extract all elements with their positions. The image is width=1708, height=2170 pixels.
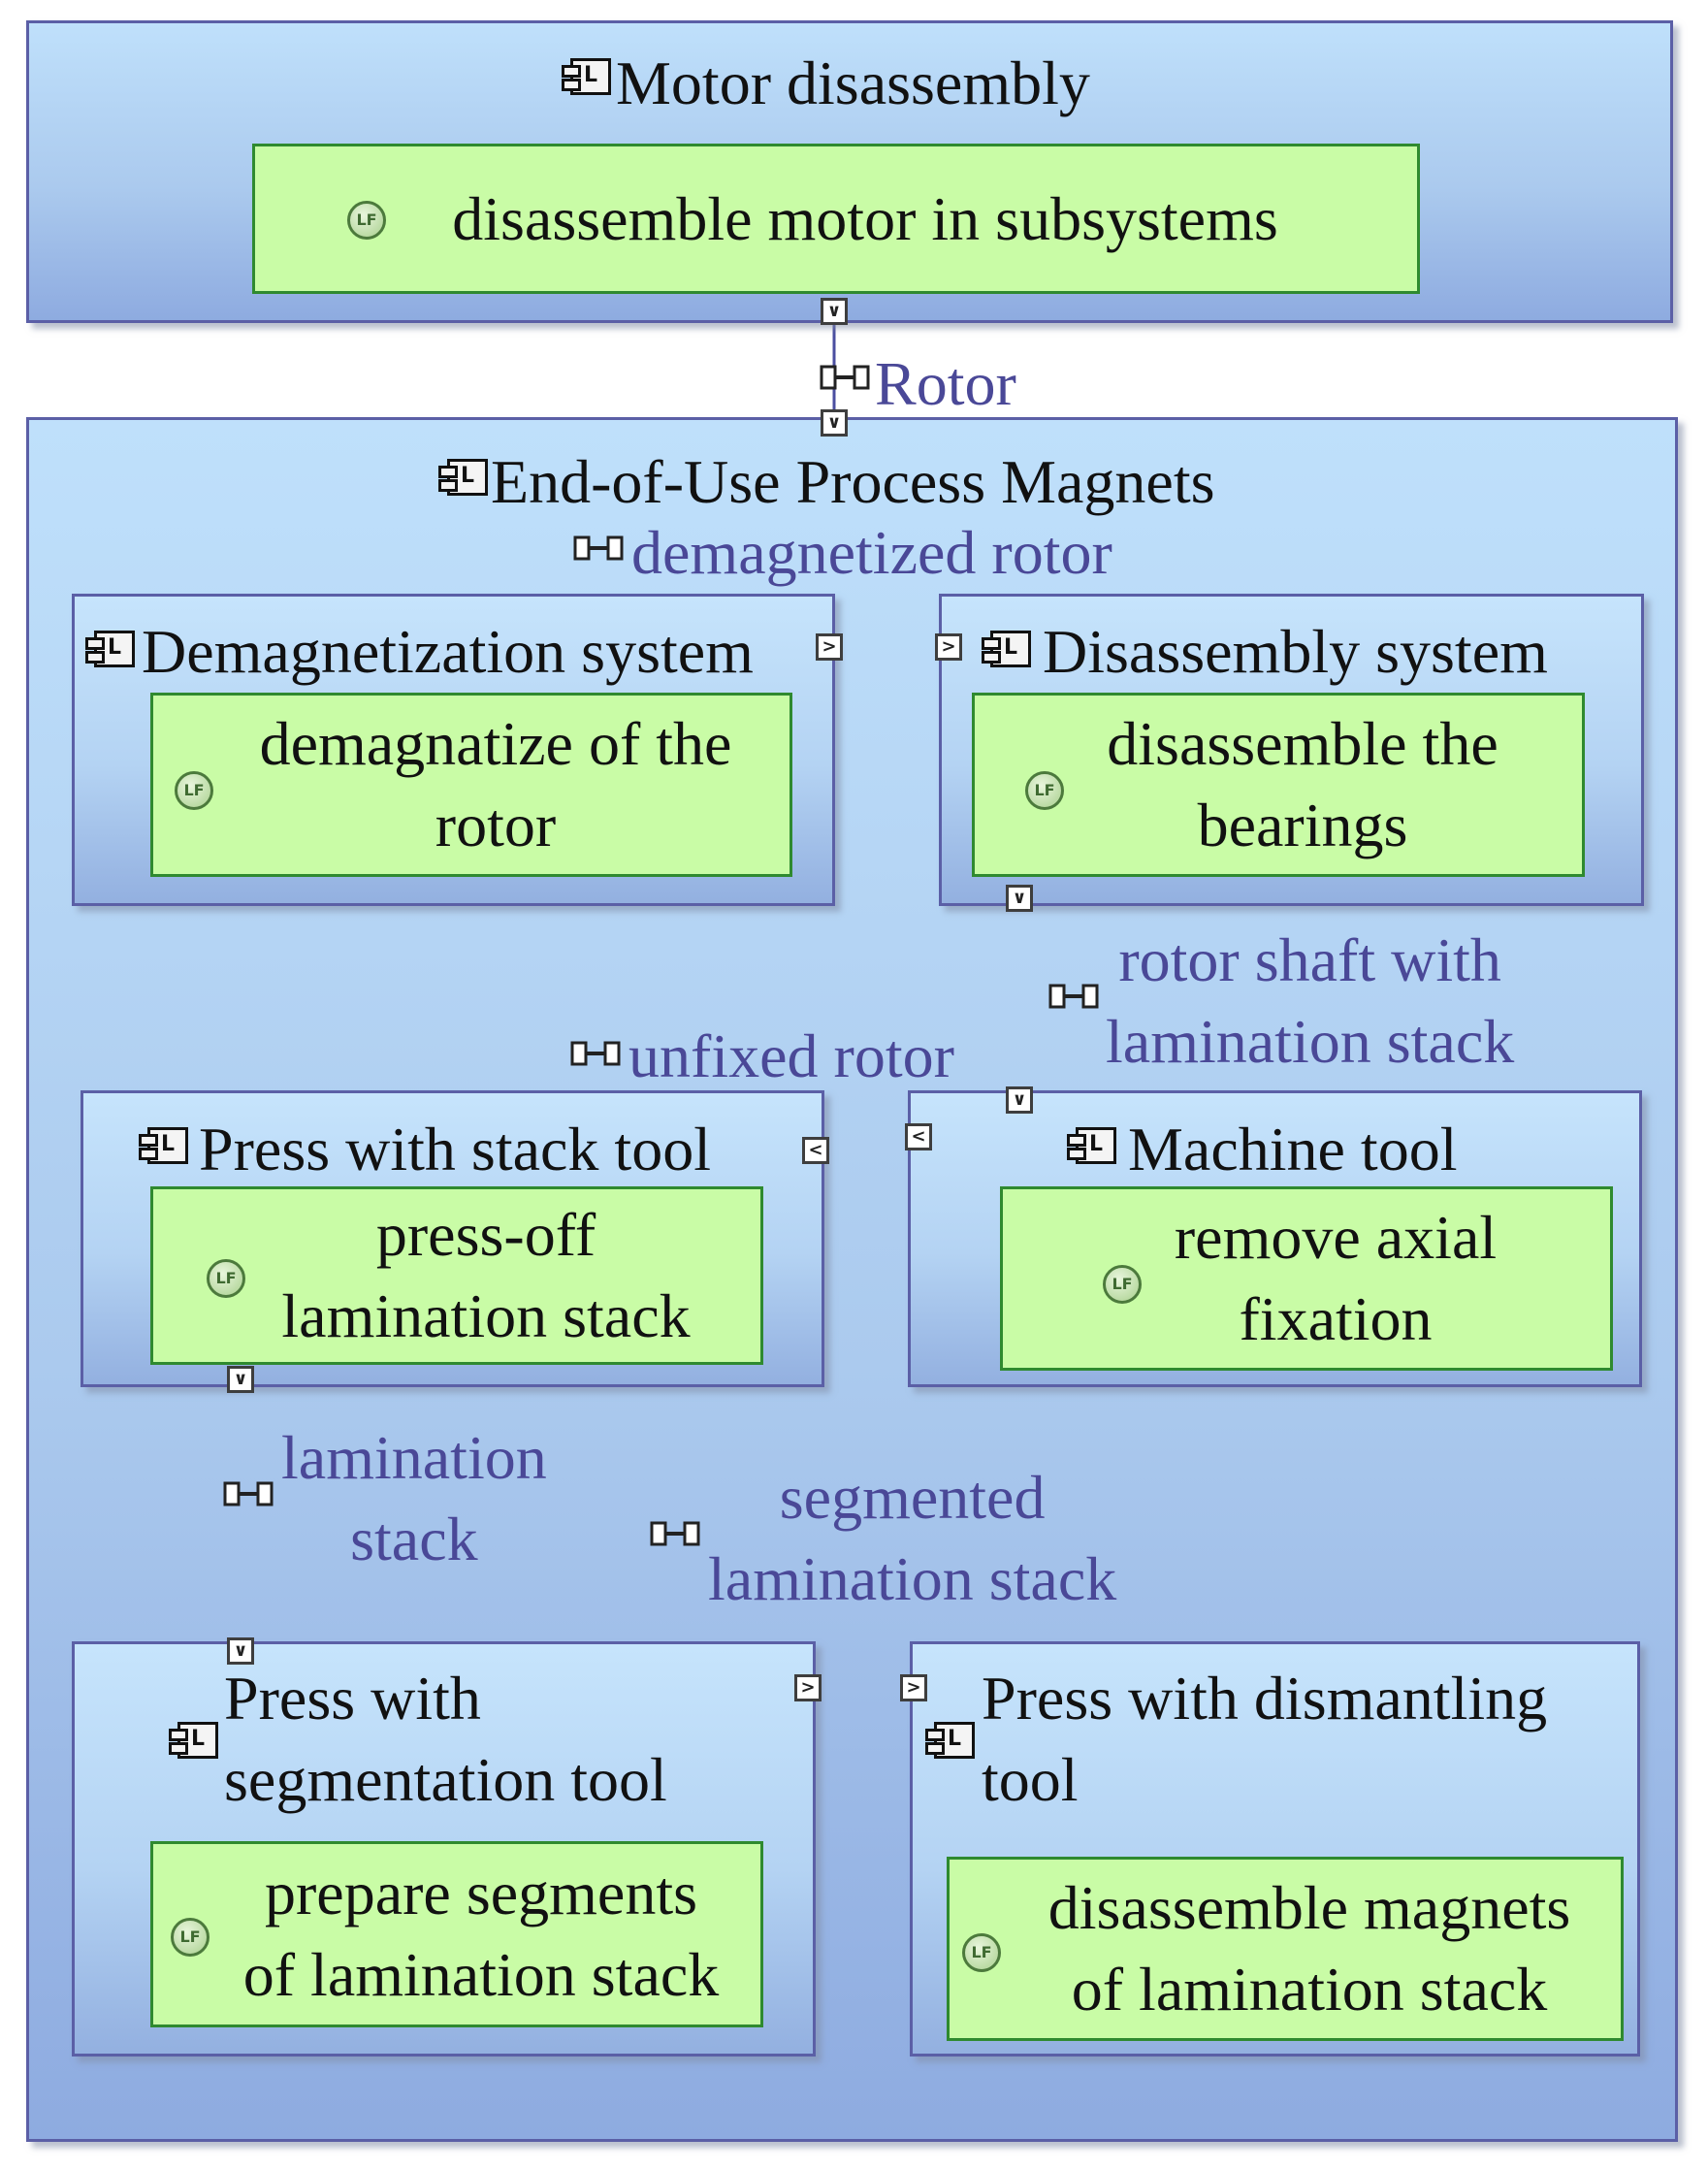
port-out-icon[interactable]: < [905, 1123, 932, 1150]
component-icon: L [925, 1722, 975, 1759]
press-segmentation-tool-block[interactable]: L Press with segmentation tool LF prepar… [72, 1641, 816, 2057]
functional-exchange-icon [650, 1521, 700, 1546]
logical-function-icon: LF [1103, 1265, 1142, 1304]
port-out-icon[interactable]: > [816, 633, 843, 661]
function-label: demagnatize of the rotor [259, 709, 732, 859]
component-icon: L [139, 1127, 188, 1164]
function-label: disassemble motor in subsystems [452, 183, 1278, 253]
functional-exchange-icon [573, 535, 624, 561]
logical-function-icon: LF [171, 1918, 209, 1957]
function-prepare-segments[interactable]: LF prepare segments of lamination stack [150, 1841, 763, 2027]
function-label: disassemble magnets of lamination stack [1047, 1873, 1571, 2024]
component-icon: L [85, 631, 135, 667]
machine-tool-block[interactable]: L Machine tool LF remove axial fixation [908, 1090, 1642, 1387]
function-remove-axial-fixation[interactable]: LF remove axial fixation [1000, 1186, 1613, 1371]
motor-disassembly-title: Motor disassembly [616, 49, 1090, 117]
function-press-off-stack[interactable]: LF press-off lamination stack [150, 1186, 763, 1365]
port-in-icon[interactable]: > [935, 633, 962, 661]
machine-tool-title: Machine tool [1128, 1115, 1458, 1183]
press-segmentation-tool-title: Press with segmentation tool [224, 1664, 667, 1814]
disassembly-system-block[interactable]: L Disassembly system LF disassemble the … [939, 594, 1644, 906]
exchange-unfixed-rotor-label: unfixed rotor [628, 1021, 954, 1090]
exchange-segmented-stack-label: segmented lamination stack [708, 1463, 1117, 1613]
function-disassemble-magnets[interactable]: LF disassemble magnets of lamination sta… [947, 1857, 1624, 2041]
function-label: prepare segments of lamination stack [242, 1859, 720, 2009]
logical-function-icon: LF [207, 1259, 245, 1298]
port-in-icon[interactable]: ∨ [821, 409, 848, 437]
component-icon: L [438, 459, 488, 496]
exchange-lamination-stack-label: lamination stack [281, 1423, 547, 1573]
end-of-use-title: End-of-Use Process Magnets [491, 447, 1215, 516]
functional-exchange-icon [223, 1481, 274, 1506]
exchange-demagnetized-rotor-label: demagnetized rotor [631, 518, 1112, 587]
logical-function-icon: LF [962, 1933, 1001, 1972]
function-label: remove axial fixation [1174, 1203, 1498, 1353]
functional-exchange-icon [1048, 984, 1099, 1009]
press-stack-tool-title: Press with stack tool [199, 1115, 711, 1183]
port-out-icon[interactable]: > [794, 1674, 822, 1701]
port-in-icon[interactable]: < [802, 1137, 829, 1164]
component-icon: L [562, 58, 611, 95]
function-label: press-off lamination stack [281, 1200, 691, 1350]
logical-function-icon: LF [1025, 771, 1064, 810]
demagnetization-system-title: Demagnetization system [142, 617, 754, 686]
logical-function-icon: LF [347, 201, 386, 240]
function-label: disassemble the bearings [1107, 709, 1499, 859]
function-disassemble-bearings[interactable]: LF disassemble the bearings [972, 693, 1585, 877]
port-in-icon[interactable]: > [900, 1674, 927, 1701]
functional-exchange-icon [570, 1041, 621, 1066]
functional-exchange-icon [820, 365, 870, 390]
disassembly-system-title: Disassembly system [1043, 617, 1548, 686]
press-stack-tool-block[interactable]: L Press with stack tool LF press-off lam… [81, 1090, 824, 1387]
function-disassemble-motor[interactable]: LF disassemble motor in subsystems [252, 144, 1420, 294]
exchange-rotor-label: Rotor [875, 349, 1016, 418]
port-in-icon[interactable]: ∨ [1006, 1086, 1033, 1114]
function-demagnetize-rotor[interactable]: LF demagnatize of the rotor [150, 693, 792, 877]
logical-function-icon: LF [175, 771, 213, 810]
press-dismantling-tool-block[interactable]: L Press with dismantling tool LF disasse… [910, 1641, 1640, 2057]
component-icon: L [982, 631, 1031, 667]
press-dismantling-tool-title: Press with dismantling tool [982, 1664, 1548, 1814]
port-in-icon[interactable]: ∨ [227, 1637, 254, 1665]
port-out-icon[interactable]: ∨ [821, 298, 848, 325]
component-icon: L [1067, 1127, 1116, 1164]
exchange-rotor-shaft-label: rotor shaft with lamination stack [1106, 925, 1515, 1076]
component-icon: L [169, 1722, 218, 1759]
motor-disassembly-block[interactable]: L Motor disassembly LF disassemble motor… [26, 20, 1673, 323]
port-out-icon[interactable]: ∨ [1006, 885, 1033, 912]
demagnetization-system-block[interactable]: L Demagnetization system LF demagnatize … [72, 594, 835, 906]
port-out-icon[interactable]: ∨ [227, 1366, 254, 1393]
